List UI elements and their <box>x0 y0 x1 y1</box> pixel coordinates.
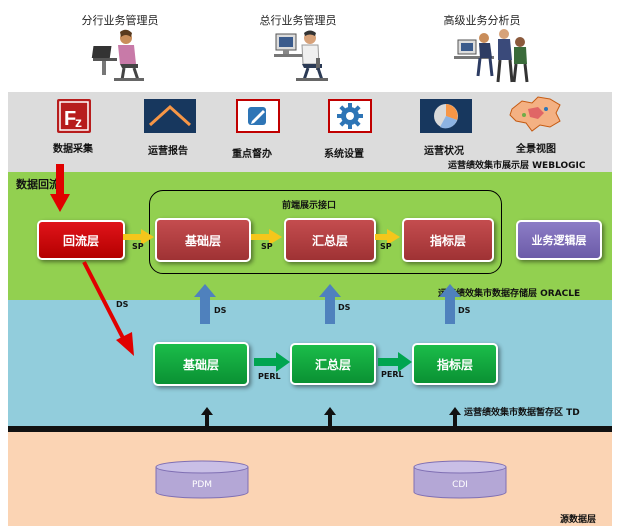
user-label-hq-manager: 总行业务管理员 <box>259 14 337 27</box>
cdi-database: CDI <box>413 460 507 499</box>
green-perl-arrow-1 <box>254 352 290 372</box>
business-logic-layer-box: 业务逻辑层 <box>516 220 602 260</box>
tool-label-system-settings: 系统设置 <box>324 149 364 160</box>
person-at-desktop-icon <box>272 28 332 84</box>
staging-bottom-line <box>8 426 612 432</box>
frontend-interface-frame <box>149 190 502 274</box>
filezilla-icon[interactable]: F z <box>46 98 102 134</box>
blue-ds-arrow-2 <box>319 284 341 324</box>
green-base-layer-box: 基础层 <box>155 218 251 262</box>
blue-indicator-layer-box: 指标层 <box>412 343 498 385</box>
tool-label-key-supervision: 重点督办 <box>232 149 272 160</box>
svg-text:F: F <box>64 108 76 130</box>
user-label-branch-manager: 分行业务管理员 <box>81 14 159 27</box>
source-layer-band <box>8 432 612 526</box>
display-layer-caption: 运营绩效集市展示层 WEBLOGIC <box>448 161 586 171</box>
backflow-label: 数据回流 <box>16 178 60 191</box>
red-diagonal-arrow <box>82 261 134 356</box>
svg-text:z: z <box>75 114 82 130</box>
analyst-team-icon <box>452 26 532 86</box>
ds-label-diagonal: DS <box>116 300 129 309</box>
black-up-arrow-1 <box>201 407 213 428</box>
blue-base-layer-box: 基础层 <box>153 342 249 386</box>
sp-label-1: SP <box>132 242 144 251</box>
tool-label-ops-status: 运营状况 <box>424 146 464 157</box>
frontend-interface-label: 前端展示接口 <box>282 201 337 211</box>
ds-label-2: DS <box>338 303 351 312</box>
perl-label-1: PERL <box>258 372 281 381</box>
display-layer-band <box>8 92 612 172</box>
green-indicator-layer-box: 指标层 <box>402 218 494 262</box>
yellow-sp-arrow-3 <box>375 229 400 245</box>
blue-summary-layer-box: 汇总层 <box>290 343 376 385</box>
china-map-icon[interactable] <box>508 96 564 132</box>
black-up-arrow-2 <box>324 407 336 428</box>
green-perl-arrow-2 <box>378 352 412 372</box>
staging-layer-caption: 运营绩效集市数据暂存区 TD <box>464 408 580 418</box>
yellow-sp-arrow-1 <box>123 229 154 245</box>
tool-label-panorama-view: 全景视图 <box>516 144 556 155</box>
report-chart-icon[interactable] <box>142 98 198 134</box>
cdi-database-label: CDI <box>452 480 468 490</box>
sp-label-3: SP <box>380 242 392 251</box>
ds-label-3: DS <box>458 306 471 315</box>
perl-label-2: PERL <box>381 370 404 379</box>
user-label-senior-analyst: 高级业务分析员 <box>443 14 521 27</box>
red-backflow-down-arrow <box>50 164 70 212</box>
ds-label-1: DS <box>214 306 227 315</box>
edit-pen-icon[interactable] <box>230 98 286 134</box>
source-layer-caption: 源数据层 <box>560 515 597 525</box>
tool-label-data-collection: 数据采集 <box>53 144 93 155</box>
sp-label-2: SP <box>261 242 273 251</box>
pdm-database-label: PDM <box>191 480 213 490</box>
blue-ds-arrow-3 <box>439 284 461 324</box>
tool-label-ops-report: 运营报告 <box>148 146 188 157</box>
person-at-laptop-icon <box>88 28 148 84</box>
pie-chart-icon[interactable] <box>418 98 474 134</box>
black-up-arrow-3 <box>449 407 461 428</box>
gear-icon[interactable] <box>322 98 378 134</box>
green-summary-layer-box: 汇总层 <box>284 218 376 262</box>
blue-ds-arrow-1 <box>194 284 216 324</box>
backflow-layer-box: 回流层 <box>37 220 125 260</box>
storage-layer-caption: 运营绩效集市数据存储层 ORACLE <box>438 289 581 299</box>
yellow-sp-arrow-2 <box>251 229 282 245</box>
pdm-database: PDM <box>155 460 249 499</box>
